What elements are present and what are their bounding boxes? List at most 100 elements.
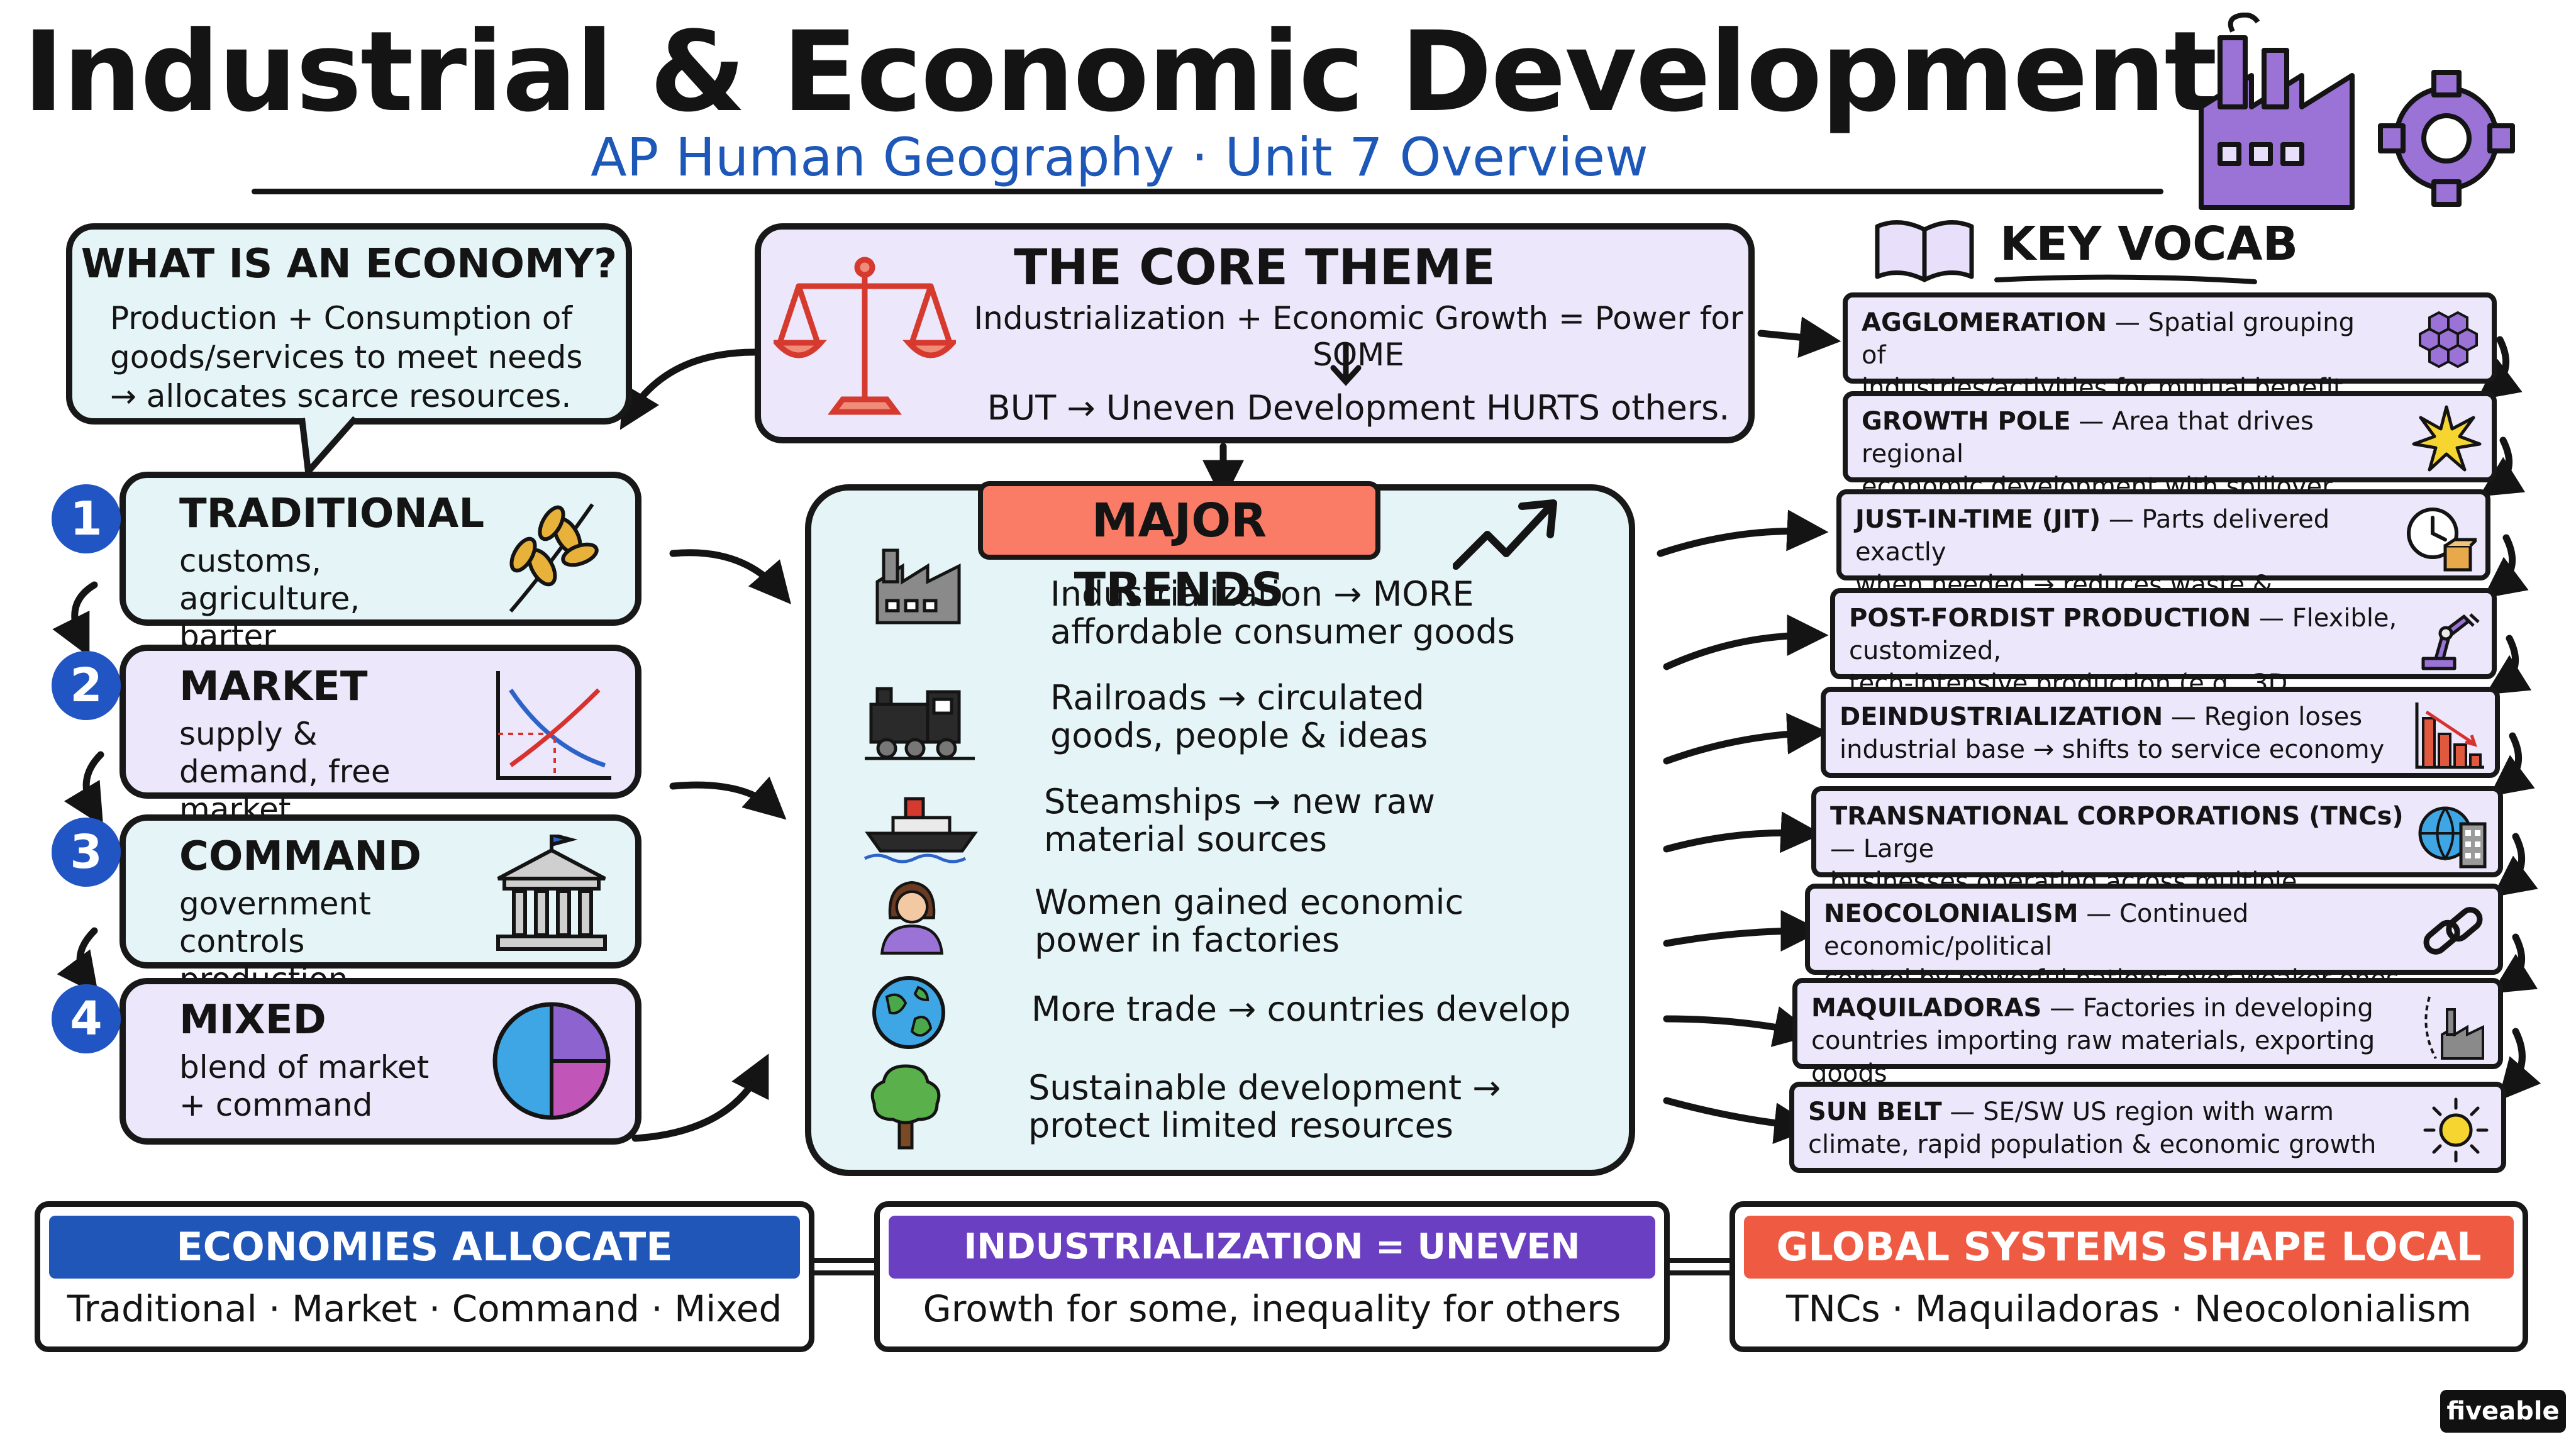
- title-divider: [252, 189, 2163, 194]
- book-icon: [1875, 220, 1974, 282]
- economy-body: Production + Consumption of goods/servic…: [110, 300, 583, 414]
- vocab-def: — Factories in developing: [2041, 994, 2373, 1023]
- vocab-term: SUN BELT: [1808, 1097, 1942, 1126]
- summary-box-global-systems: GLOBAL SYSTEMS SHAPE LOCAL LIVES TNCs · …: [1729, 1201, 2528, 1352]
- summary-body: Traditional · Market · Command · Mixed: [67, 1287, 782, 1330]
- supply-demand-graph-icon: [496, 671, 611, 780]
- vocab-card-sun-belt: SUN BELT — SE/SW US region with warm clim…: [1789, 1082, 2506, 1173]
- summary-heading: INDUSTRIALIZATION = UNEVEN DEVELOPMENT: [889, 1216, 1655, 1330]
- vocab-def: — Continued economic/political: [1824, 899, 2249, 961]
- tree-icon: [870, 1064, 941, 1150]
- steamship-icon: [863, 797, 978, 863]
- trend-text: Women gained economic: [1035, 882, 1464, 922]
- sun-icon: [2423, 1097, 2489, 1163]
- summary-body: Growth for some, inequality for others: [923, 1287, 1621, 1330]
- vocab-card-deindustrialization: DEINDUSTRIALIZATION — Region loses indust…: [1821, 687, 2500, 778]
- type-desc: blend of market + command: [179, 1049, 430, 1123]
- vocab-def: — Parts delivered exactly: [1855, 505, 2330, 567]
- vocab-term: NEOCOLONIALISM: [1824, 899, 2079, 928]
- vocab-def: countries importing raw materials, expor…: [1811, 1026, 2375, 1088]
- summary-connector: [805, 1258, 884, 1275]
- trend-text: goods, people & ideas: [1050, 716, 1428, 755]
- vocab-def: — Spatial grouping of: [1862, 308, 2355, 370]
- type-title: COMMAND: [179, 833, 421, 880]
- vocab-card-post-fordist: POST-FORDIST PRODUCTION — Flexible, cust…: [1830, 588, 2497, 731]
- summary-box-economies: ECONOMIES ALLOCATE RESOURCES Traditional…: [35, 1201, 814, 1352]
- vocab-def: — SE/SW US region with warm: [1941, 1097, 2334, 1126]
- declining-bars-icon: [2415, 702, 2484, 769]
- core-contrast: BUT → Uneven Development HURTS others.: [987, 388, 1730, 428]
- type-number-1: 1: [52, 484, 121, 553]
- trend-text: Sustainable development →: [1028, 1068, 1501, 1108]
- vocab-term: JUST-IN-TIME (JIT): [1855, 505, 2101, 534]
- pie-chart-icon: [492, 1002, 611, 1120]
- type-title: MIXED: [179, 997, 326, 1043]
- type-card-command: COMMAND government controls production: [119, 814, 641, 997]
- summary-connector: [1660, 1258, 1739, 1275]
- trend-text: Steamships → new raw: [1044, 782, 1435, 821]
- summary-box-industrialization: INDUSTRIALIZATION = UNEVEN DEVELOPMENT G…: [874, 1201, 1670, 1352]
- type-desc: supply & demand, free market: [179, 716, 391, 828]
- vocab-def: — Flexible, customized,: [1849, 604, 2397, 665]
- summary-heading: ECONOMIES ALLOCATE RESOURCES: [49, 1216, 800, 1333]
- starburst-icon: [2412, 405, 2482, 472]
- speech-bubble-tail: [299, 416, 358, 475]
- vocab-card-tncs: TRANSNATIONAL CORPORATIONS (TNCs) — Larg…: [1811, 786, 2503, 929]
- factory-gear-icon: [2199, 13, 2515, 210]
- vocab-card-neocolonialism: NEOCOLONIALISM — Continued economic/poli…: [1805, 884, 2503, 994]
- trend-text: protect limited resources: [1028, 1106, 1453, 1145]
- core-title: THE CORE THEME: [1014, 240, 1496, 296]
- summary-heading: GLOBAL SYSTEMS SHAPE LOCAL LIVES: [1744, 1216, 2514, 1333]
- factory-icon: [875, 548, 961, 625]
- vocab-term: TRANSNATIONAL CORPORATIONS (TNCs): [1830, 802, 2404, 831]
- page-title: Industrial & Economic Development: [23, 8, 2217, 136]
- hexagon-cluster-icon: [2419, 311, 2478, 369]
- type-number-3: 3: [52, 818, 121, 887]
- type-number-2: 2: [52, 651, 121, 720]
- trend-text: affordable consumer goods: [1050, 612, 1515, 652]
- vocab-term: POST-FORDIST PRODUCTION: [1849, 604, 2251, 633]
- train-icon: [865, 687, 975, 760]
- core-theme-box: THE CORE THEME Industrialization + Econo…: [755, 223, 1755, 443]
- economy-heading: WHAT IS AN ECONOMY?: [80, 241, 618, 287]
- globe-icon: [872, 976, 945, 1049]
- type-card-traditional: TRADITIONAL customs, agriculture, barter: [119, 472, 641, 655]
- vocab-def: industrial base → shifts to service econ…: [1840, 735, 2385, 764]
- vocab-term: GROWTH POLE: [1862, 407, 2071, 436]
- vocab-term: MAQUILADORAS: [1811, 994, 2042, 1023]
- type-number-4: 4: [52, 984, 121, 1053]
- economy-definition-box: WHAT IS AN ECONOMY? Production + Consump…: [66, 223, 632, 425]
- page-subtitle: AP Human Geography · Unit 7 Overview: [591, 126, 1648, 188]
- woman-icon: [880, 880, 944, 955]
- vocab-heading-underline: [1994, 274, 2257, 284]
- type-desc: customs, agriculture, barter: [179, 543, 360, 655]
- vocab-def: — Region loses: [2163, 702, 2363, 731]
- type-card-mixed: MIXED blend of market + command: [119, 978, 641, 1145]
- trend-text: Railroads → circulated: [1050, 678, 1424, 718]
- globe-building-icon: [2418, 806, 2487, 869]
- vocab-card-maquiladoras: MAQUILADORAS — Factories in developing co…: [1792, 978, 2503, 1088]
- clock-box-icon: [2407, 508, 2477, 572]
- trend-text: Industrialization → MORE: [1050, 574, 1474, 614]
- trend-text: More trade → countries develop: [1031, 989, 1571, 1029]
- type-title: MARKET: [179, 663, 368, 710]
- down-arrow-icon: [1330, 343, 1362, 386]
- border-factory-icon: [2424, 996, 2484, 1060]
- trend-text: material sources: [1044, 819, 1328, 859]
- vocab-def: — Large: [1830, 835, 1935, 863]
- robot-arm-icon: [2421, 613, 2480, 670]
- vocab-term: DEINDUSTRIALIZATION: [1840, 702, 2163, 731]
- type-card-market: MARKET supply & demand, free market: [119, 645, 641, 828]
- brand-logo: fiveable: [2440, 1390, 2566, 1433]
- vocab-term: AGGLOMERATION: [1862, 308, 2107, 337]
- trend-text: power in factories: [1035, 920, 1340, 960]
- vocab-card-just-in-time: JUST-IN-TIME (JIT) — Parts delivered exa…: [1836, 489, 2490, 632]
- government-building-icon: [496, 835, 607, 951]
- vocab-def: climate, rapid population & economic gro…: [1808, 1130, 2377, 1159]
- trend-up-arrow-icon: [1453, 499, 1557, 570]
- type-title: TRADITIONAL: [179, 491, 485, 537]
- vocab-heading: KEY VOCAB: [2000, 217, 2299, 271]
- summary-body: TNCs · Maquiladoras · Neocolonialism: [1786, 1287, 2472, 1330]
